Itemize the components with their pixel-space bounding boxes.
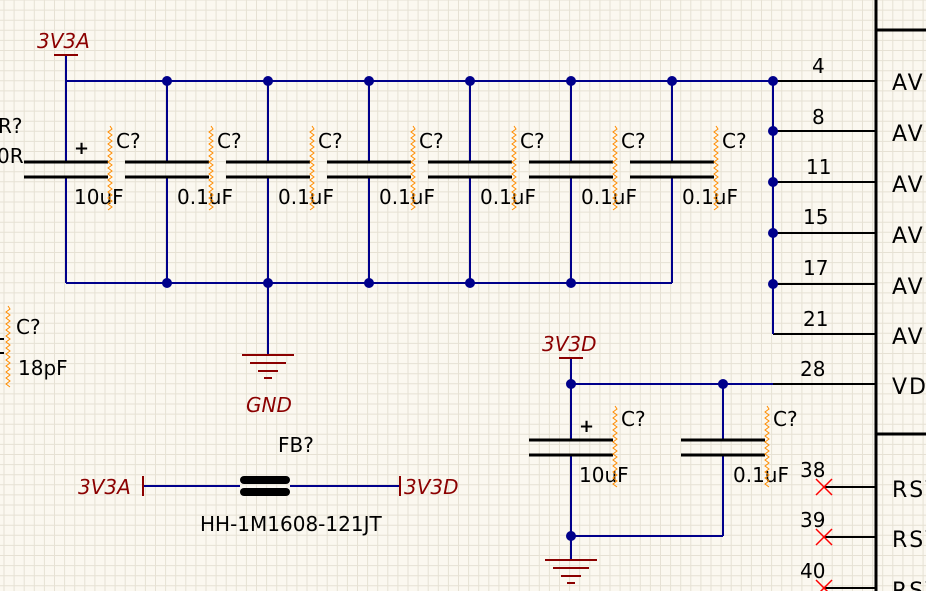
no-connect-icon: [815, 478, 833, 496]
cap-ref: C?: [116, 129, 141, 153]
ferrite-ref: FB?: [278, 433, 314, 457]
ic-body[interactable]: [874, 0, 926, 591]
capacitor-c6[interactable]: C? 0.1uF: [529, 129, 646, 209]
capacitor-c3[interactable]: C? 0.1uF: [226, 129, 343, 209]
pin-number: 17: [803, 256, 828, 280]
cap-value: 0.1uF: [379, 185, 435, 209]
capacitor-c2[interactable]: C? 0.1uF: [125, 129, 242, 209]
cap-ref: C?: [621, 407, 646, 431]
capacitor-c4[interactable]: C? 0.1uF: [327, 129, 444, 209]
pin-number: 28: [800, 357, 825, 381]
capacitor-highlight: [511, 125, 517, 211]
cap-value: 0.1uF: [733, 463, 789, 487]
ic-pin-21[interactable]: 21 AV: [773, 307, 925, 350]
pin-number: 38: [800, 458, 825, 482]
cap-value: 0.1uF: [682, 185, 738, 209]
capacitor-c5[interactable]: C? 0.1uF: [428, 129, 545, 209]
no-connect-icon: [815, 528, 833, 546]
cap-value: 18pF: [18, 356, 68, 380]
pin-name: AV: [892, 173, 925, 198]
junctions: [162, 76, 778, 541]
cap-value: 0.1uF: [581, 185, 637, 209]
pin-name: RSV: [892, 478, 926, 503]
power-port-3v3d-bar[interactable]: 3V3D: [399, 475, 459, 499]
cap-ref: C?: [318, 129, 343, 153]
ic-pin-17[interactable]: 17 AV: [773, 256, 925, 300]
pin-name: AV: [892, 224, 925, 249]
ic-pin-8[interactable]: 8 AV: [773, 105, 925, 147]
wires-digital[interactable]: [143, 358, 773, 560]
ic-pin-38[interactable]: 38 RSV: [800, 458, 926, 503]
cap-value: 0.1uF: [480, 185, 536, 209]
cap-value: 10uF: [74, 185, 124, 209]
pin-number: 11: [806, 155, 831, 179]
resistor-value: 0R: [0, 144, 24, 168]
pin-number: 39: [800, 508, 825, 532]
capacitor-highlights: [5, 125, 770, 488]
power-label: 3V3D: [542, 332, 597, 356]
capacitor-highlight: [764, 405, 770, 488]
cap-ref: C?: [217, 129, 242, 153]
cap-ref: C?: [419, 129, 444, 153]
pin-name: AV: [892, 325, 925, 350]
ferrite-value: HH-1M1608-121JT: [200, 512, 382, 536]
power-label: 3V3A: [78, 475, 131, 499]
capacitor-d2[interactable]: C? 0.1uF: [681, 407, 798, 487]
cap-ref: C?: [722, 129, 747, 153]
cap-ref: C?: [773, 407, 798, 431]
ic-pin-28[interactable]: 28 VD: [773, 357, 926, 400]
ground-icon[interactable]: GND: [242, 354, 294, 417]
capacitor-highlight: [107, 125, 113, 211]
capacitor-d1[interactable]: + C? 10uF: [529, 407, 646, 487]
pin-number: 15: [803, 205, 828, 229]
pin-number: 40: [800, 559, 825, 583]
partial-capacitor[interactable]: C? 18pF: [0, 315, 68, 380]
cap-value: 10uF: [579, 463, 629, 487]
pin-name: RSV: [892, 579, 926, 591]
ic-pin-11[interactable]: 11 AV: [773, 155, 925, 198]
ic-pin-15[interactable]: 15 AV: [773, 205, 925, 249]
capacitor-highlight: [612, 125, 618, 211]
pin-name: RSV: [892, 528, 926, 553]
partial-resistor[interactable]: R? 0R: [0, 114, 24, 168]
ic-pin-40[interactable]: 40 RSV: [800, 559, 926, 591]
power-port-3v3a-bar[interactable]: 3V3A: [78, 475, 144, 499]
ic-pin-39[interactable]: 39 RSV: [800, 508, 926, 553]
pin-name: AV: [892, 275, 925, 300]
capacitor-highlight: [713, 125, 719, 211]
cap-ref: C?: [520, 129, 545, 153]
power-label: 3V3D: [404, 475, 459, 499]
cap-ref: C?: [621, 129, 646, 153]
power-port-3v3a-top[interactable]: 3V3A: [37, 29, 90, 56]
capacitor-highlight: [208, 125, 214, 211]
pin-number: 21: [803, 307, 828, 331]
ic-pin-4[interactable]: 4 AV: [773, 54, 925, 96]
cap-ref: C?: [16, 315, 41, 339]
power-port-3v3d[interactable]: 3V3D: [542, 332, 597, 359]
capacitor-highlight: [5, 305, 11, 388]
pin-name: AV: [892, 71, 925, 96]
pin-name: AV: [892, 122, 925, 147]
pin-name: VD: [892, 375, 926, 400]
pin-number: 8: [812, 105, 825, 129]
pin-number: 4: [812, 54, 825, 78]
capacitor-highlight: [309, 125, 315, 211]
resistor-ref: R?: [0, 114, 23, 138]
polarity-mark: +: [74, 138, 89, 159]
cap-value: 0.1uF: [177, 185, 233, 209]
capacitor-c7[interactable]: C? 0.1uF: [630, 129, 747, 209]
ferrite-bead[interactable]: FB? HH-1M1608-121JT: [200, 433, 382, 536]
capacitor-highlight: [612, 405, 618, 488]
capacitor-c1[interactable]: + C? 10uF: [24, 129, 141, 209]
power-label: GND: [246, 393, 292, 417]
ground-icon[interactable]: [545, 559, 597, 584]
polarity-mark: +: [579, 416, 594, 437]
cap-value: 0.1uF: [278, 185, 334, 209]
no-connect-icon: [815, 579, 833, 591]
capacitor-highlight: [410, 125, 416, 211]
power-label: 3V3A: [37, 29, 90, 53]
